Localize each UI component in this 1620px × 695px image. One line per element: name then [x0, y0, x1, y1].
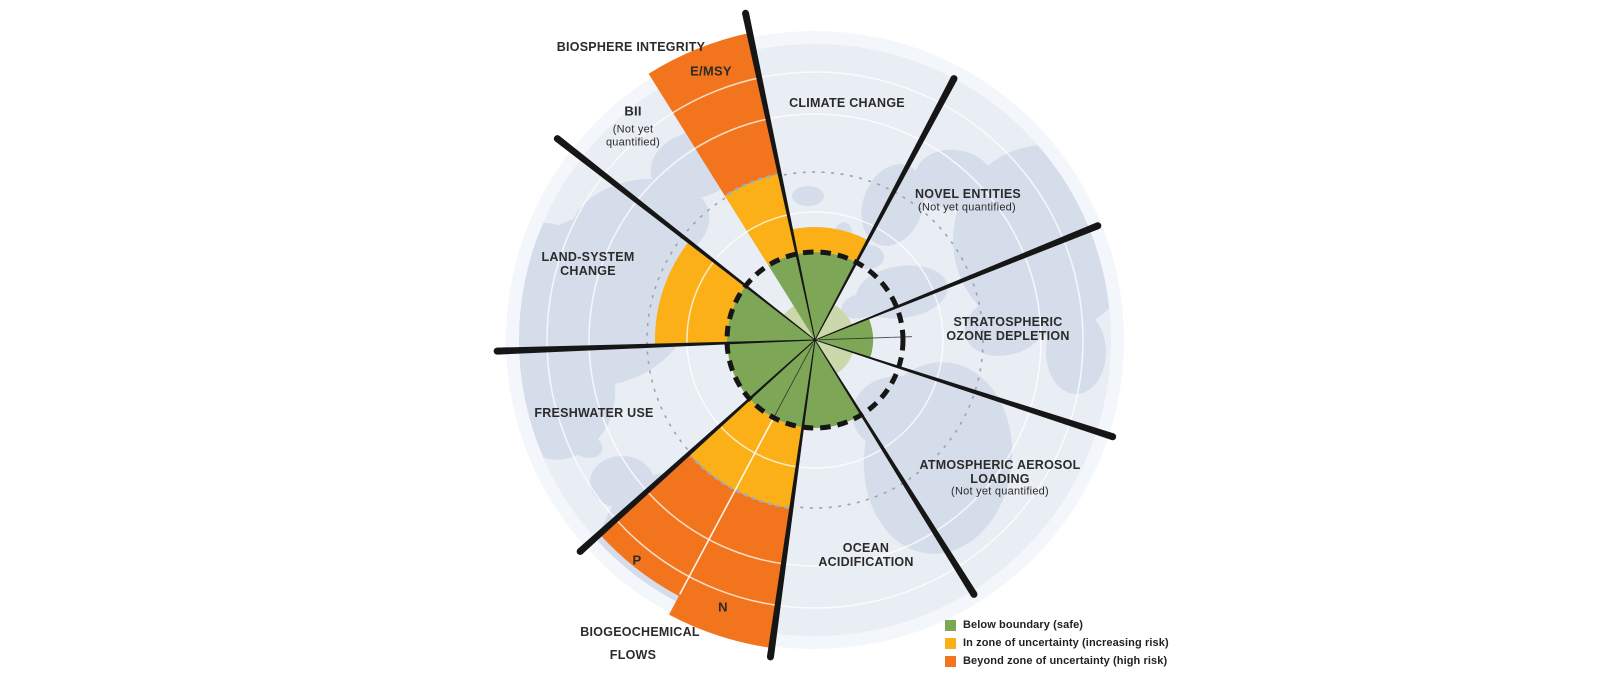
wedge-biogeochemical-flows-p-uncertainty — [688, 398, 774, 491]
label-land-system-change: LAND-SYSTEM CHANGE — [541, 249, 635, 278]
wedge-biogeochemical-flows-p-safe — [749, 340, 815, 418]
legend-item-uncertainty: In zone of uncertainty (increasing risk) — [945, 634, 1169, 652]
label-novel-entities-note: (Not yet quantified) — [918, 201, 1016, 214]
spoke-222 — [576, 339, 816, 555]
wedge-climate-change-safe — [796, 252, 857, 340]
legend-swatch-safe-icon — [945, 619, 956, 631]
legend-label-safe: Below boundary (safe) — [963, 619, 1084, 631]
label-biogeochemical: BIOGEOCHEMICAL — [580, 624, 700, 639]
label-freshwater-use: FRESHWATER USE — [534, 405, 654, 420]
spoke-62 — [814, 75, 958, 341]
label-climate-change: CLIMATE CHANGE — [789, 95, 905, 110]
grid-circle — [546, 71, 1084, 609]
wedge-freshwater-use-safe — [727, 340, 815, 399]
hairline — [818, 336, 912, 341]
label-ocean-acidification: OCEAN ACIDIFICATION — [818, 540, 914, 569]
wedge-stratospheric-ozone-depletion-safe — [815, 318, 873, 358]
label-biosphere-integrity: BIOSPHERE INTEGRITY — [556, 39, 706, 54]
spoke-22 — [814, 222, 1102, 341]
grid-circle — [588, 113, 1042, 567]
wedge-climate-change-uncertainty — [791, 226, 869, 263]
zone-transition-dashes — [726, 173, 778, 196]
wedge-ocean-acidification-safe — [802, 340, 862, 429]
spoke-142 — [553, 135, 816, 341]
wedge-biogeochemical-flows-n-safe — [773, 340, 815, 428]
legend-label-high-risk: Beyond zone of uncertainty (high risk) — [963, 655, 1168, 667]
spoke-182 — [493, 339, 816, 355]
zone-transition-dashes — [689, 455, 789, 509]
label-novel-entities: NOVEL ENTITIES — [914, 186, 1022, 201]
label-phosphorus: P — [632, 552, 642, 568]
label-aerosol-note: (Not yet quantified) — [951, 485, 1049, 498]
spoke-302 — [814, 339, 978, 598]
spoke-262 — [766, 339, 816, 661]
label-emsy: E/MSY — [690, 63, 732, 79]
wedge-biosphere-integrity-emsy-high_risk — [648, 32, 780, 196]
label-bii-note: (Not yet quantified) — [605, 123, 661, 148]
wedge-biogeochemical-flows-p-high_risk — [599, 453, 736, 597]
uncertainty-dashed-circle — [646, 171, 984, 509]
label-bii: BII — [624, 103, 642, 119]
p-n-divider — [679, 418, 774, 595]
label-flows: FLOWS — [609, 647, 657, 662]
wedge-biogeochemical-flows-n-uncertainty — [735, 417, 803, 509]
wedge-biogeochemical-flows-n-high_risk — [668, 490, 792, 648]
legend-item-safe: Below boundary (safe) — [945, 616, 1169, 634]
spoke-342 — [814, 339, 1117, 441]
wedge-biosphere-integrity-emsy-uncertainty — [724, 173, 797, 266]
label-nitrogen: N — [718, 599, 728, 615]
legend-label-uncertainty: In zone of uncertainty (increasing risk) — [963, 637, 1169, 649]
wedge-land-system-change-safe — [726, 285, 815, 344]
legend-swatch-uncertainty-icon — [945, 637, 956, 649]
grid-circle — [686, 211, 944, 469]
planetary-boundary-circle — [724, 249, 906, 431]
label-atmospheric-aerosol-loading: ATMOSPHERIC AEROSOL LOADING — [919, 457, 1081, 486]
legend: Below boundary (safe) In zone of uncerta… — [945, 616, 1169, 670]
hairline — [773, 343, 814, 418]
wedge-land-system-change-uncertainty — [655, 241, 746, 346]
wedge-biosphere-integrity-emsy-safe — [768, 253, 815, 340]
label-stratospheric-ozone-depletion: STRATOSPHERIC OZONE DEPLETION — [946, 314, 1070, 343]
legend-swatch-high-risk-icon — [945, 655, 956, 667]
spoke-102 — [742, 9, 816, 341]
legend-item-high-risk: Beyond zone of uncertainty (high risk) — [945, 652, 1169, 670]
